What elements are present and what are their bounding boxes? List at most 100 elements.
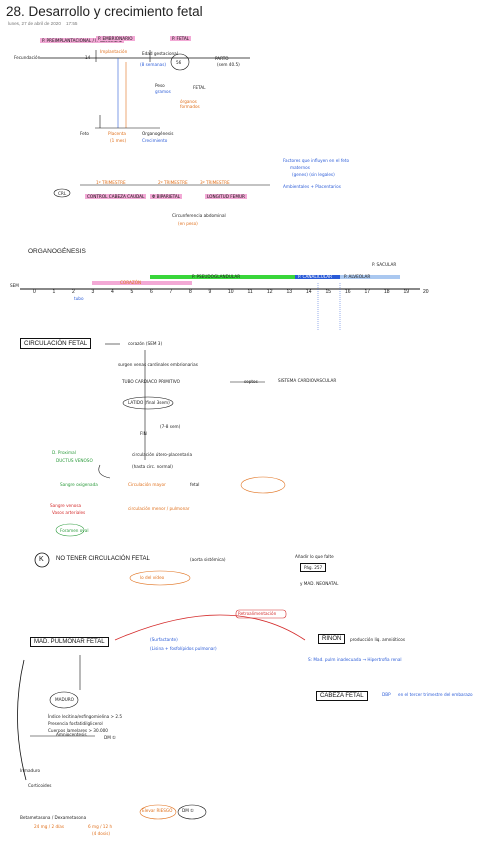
dosis-label: 24 mg / 2 días — [34, 824, 65, 829]
timeline-tick-16: 16 — [345, 289, 351, 295]
crl-label: CRL — [58, 191, 67, 196]
corazon-label: CORAZÓN — [120, 280, 142, 285]
ductus-venoso: DUCTUS VENOSO — [56, 458, 93, 463]
septos-label: septos — [244, 379, 258, 384]
alveolar-bar — [340, 275, 400, 279]
gramos-label: gramos — [155, 89, 171, 94]
venoso-word: VENOSO — [74, 458, 93, 463]
canalicular-bar — [295, 275, 340, 279]
anadir-label: Añadir lo que falte — [295, 554, 334, 559]
timeline-tick-11: 11 — [247, 289, 253, 295]
corazon-sem3: corazón (SEM 3) — [128, 341, 163, 346]
timeline-tick-18: 18 — [384, 289, 390, 295]
indice-lecitina: Índice lecitina/esfingomielina > 2.5 — [48, 714, 123, 719]
cuatro-dosis: (4 dosis) — [92, 831, 111, 836]
k-circle-icon: K — [39, 556, 44, 563]
formados-label: formados — [180, 104, 200, 109]
retroalimentacion-label: Retroalimentación — [238, 611, 277, 616]
pseudoglandular-label: P. PSEUDOGLANDULAR — [192, 274, 241, 279]
canalicular-label: P. CANALICULAR — [298, 274, 333, 279]
period-embrionario: P. EMBRIONARIO — [96, 36, 135, 41]
venas-cardinales: surgen venas cardinales embrionarias — [118, 362, 198, 367]
trimestre-1: 1º TRIMESTRE — [96, 180, 126, 185]
timeline-tick-7: 7 — [169, 289, 173, 295]
timeline-tick-17: 17 — [364, 289, 371, 295]
dosis2-label: 6 mg / 12 h — [88, 824, 113, 829]
dbp-texto: en el tercer trimestre del embarazo — [398, 692, 473, 697]
sacular-label: P. SACULAR — [372, 262, 397, 267]
placenta-label: Placenta — [108, 131, 126, 136]
dbp-label: DBP — [382, 692, 391, 697]
timeline-tick-6: 6 — [150, 289, 153, 295]
latido-label: LATIDO (final 3sem) — [128, 400, 170, 405]
timeline-tick-2: 2 — [72, 289, 75, 295]
timeline-tick-12: 12 — [267, 289, 273, 295]
maduro-label: MADURO — [55, 697, 74, 702]
surfactante-label: (Surfactante) — [150, 637, 178, 642]
sem-label: SEM — [10, 283, 19, 288]
timeline-tick-14: 14 — [306, 289, 312, 295]
circunferencia-peso: (en peso) — [178, 221, 198, 226]
timeline-tick-19: 19 — [403, 289, 410, 295]
factores-label: Factores que influyen en el feto — [283, 158, 350, 163]
trimestre-3: 3º TRIMESTRE — [200, 180, 230, 185]
mad-pulmonar-title: MAD. PULMONAR FETAL — [30, 637, 109, 647]
day-14-label: 14 — [85, 55, 91, 60]
hasta-circ-normal: (hasta circ. normal) — [132, 464, 173, 469]
mad-neonatal: y MAD. NEONATAL — [300, 581, 339, 586]
sistema-cardiovascular: SISTEMA CARDIOVASCULAR — [278, 378, 337, 383]
pseudoglandular-bar — [150, 275, 295, 279]
lo-del-video: lo del vídeo — [140, 575, 165, 580]
foramen-oval: Foramen oval — [60, 528, 89, 533]
day-56-label: 56 — [176, 60, 182, 65]
lema-label: (aorta sistémica) — [190, 557, 226, 562]
d-proximal-label: D. Proximal — [52, 450, 76, 455]
page-date: lunes, 27 de abril de 2020 17:55 — [8, 21, 77, 26]
ductus-word: DUCTUS — [56, 458, 74, 463]
organogenesis-title: ORGANOGÉNESIS — [28, 248, 86, 255]
ambientales-label: Ambientales + Placentarios — [283, 184, 341, 189]
longitud-femur-label: LONGITUD FEMUR — [205, 194, 247, 199]
circulacion-menor: circulación menor / pulmonar — [128, 506, 190, 511]
dm-label: DM ① — [104, 735, 116, 740]
produccion-liq: producción líq. amnióticos — [350, 637, 405, 642]
page-title: 28. Desarrollo y crecimiento fetal — [6, 4, 203, 19]
betametasona-label: Betametasona / Dexametasona — [20, 815, 87, 820]
tubo-cardiaco: TUBO CARDIACO PRIMITIVO — [122, 379, 180, 384]
timeline-tick-8: 8 — [189, 289, 192, 295]
circulacion-fetal-word: fetal — [190, 482, 200, 487]
mes-label: (1 mes) — [110, 138, 127, 143]
fin-semanas: (7-8 sem) — [160, 424, 181, 429]
biologicos-label: (genes) (sin legales) — [292, 172, 335, 177]
pagina-label: Pág. 257 — [300, 563, 327, 572]
timeline-tick-4: 4 — [111, 289, 114, 295]
crecimiento-label: Crecimiento — [142, 138, 168, 143]
circulacion-fetal-title: CIRCULACIÓN FETAL — [20, 338, 92, 349]
timeline-tick-9: 9 — [208, 289, 212, 295]
sangre-venosa: Sangre venosa — [50, 503, 82, 508]
period-fetal: P. FETAL — [170, 36, 192, 41]
timeline-tick-0: 0 — [33, 289, 36, 295]
amniocentesis-label: Amniocentesis — [56, 732, 87, 737]
edad-gestacional-label: Edad gestacional — [142, 51, 178, 56]
circunferencia-abdominal: Circunferencia abdominal — [172, 213, 226, 218]
inmaduro-label: Inmaduro — [20, 768, 41, 773]
organogenesis-small-label: Organogénesis — [142, 131, 174, 136]
corazon-bar — [92, 281, 192, 285]
timeline-tick-13: 13 — [286, 289, 293, 295]
period-preimplantacional: P. PREIMPLANTACIONAL / P. GERMINAL — [40, 38, 124, 43]
circulacion-utero: circulación útero-placentaria — [132, 452, 193, 457]
elevar-riesgo: Elevar RIESGO — [142, 808, 173, 813]
parto-fin-label: (sem 40.5) — [217, 62, 240, 67]
date-text: lunes, 27 de abril de 2020 — [8, 21, 61, 26]
fetal-label: FETAL — [193, 85, 206, 90]
rinon-box: RIÑÓN — [318, 634, 346, 644]
control-cabeza-caudal: CONTROL CABEZA CAUDAL — [85, 194, 147, 199]
corticoides-label: Corticoides — [28, 783, 52, 788]
circulacion-mayor: Circulación mayor — [128, 482, 166, 487]
trimestre-2: 2º TRIMESTRE — [158, 180, 188, 185]
timeline-tick-5: 5 — [130, 289, 134, 295]
timeline-tick-10: 10 — [228, 289, 234, 295]
fin-label: FIN — [140, 431, 147, 436]
tubo-label: tubo — [74, 296, 84, 301]
